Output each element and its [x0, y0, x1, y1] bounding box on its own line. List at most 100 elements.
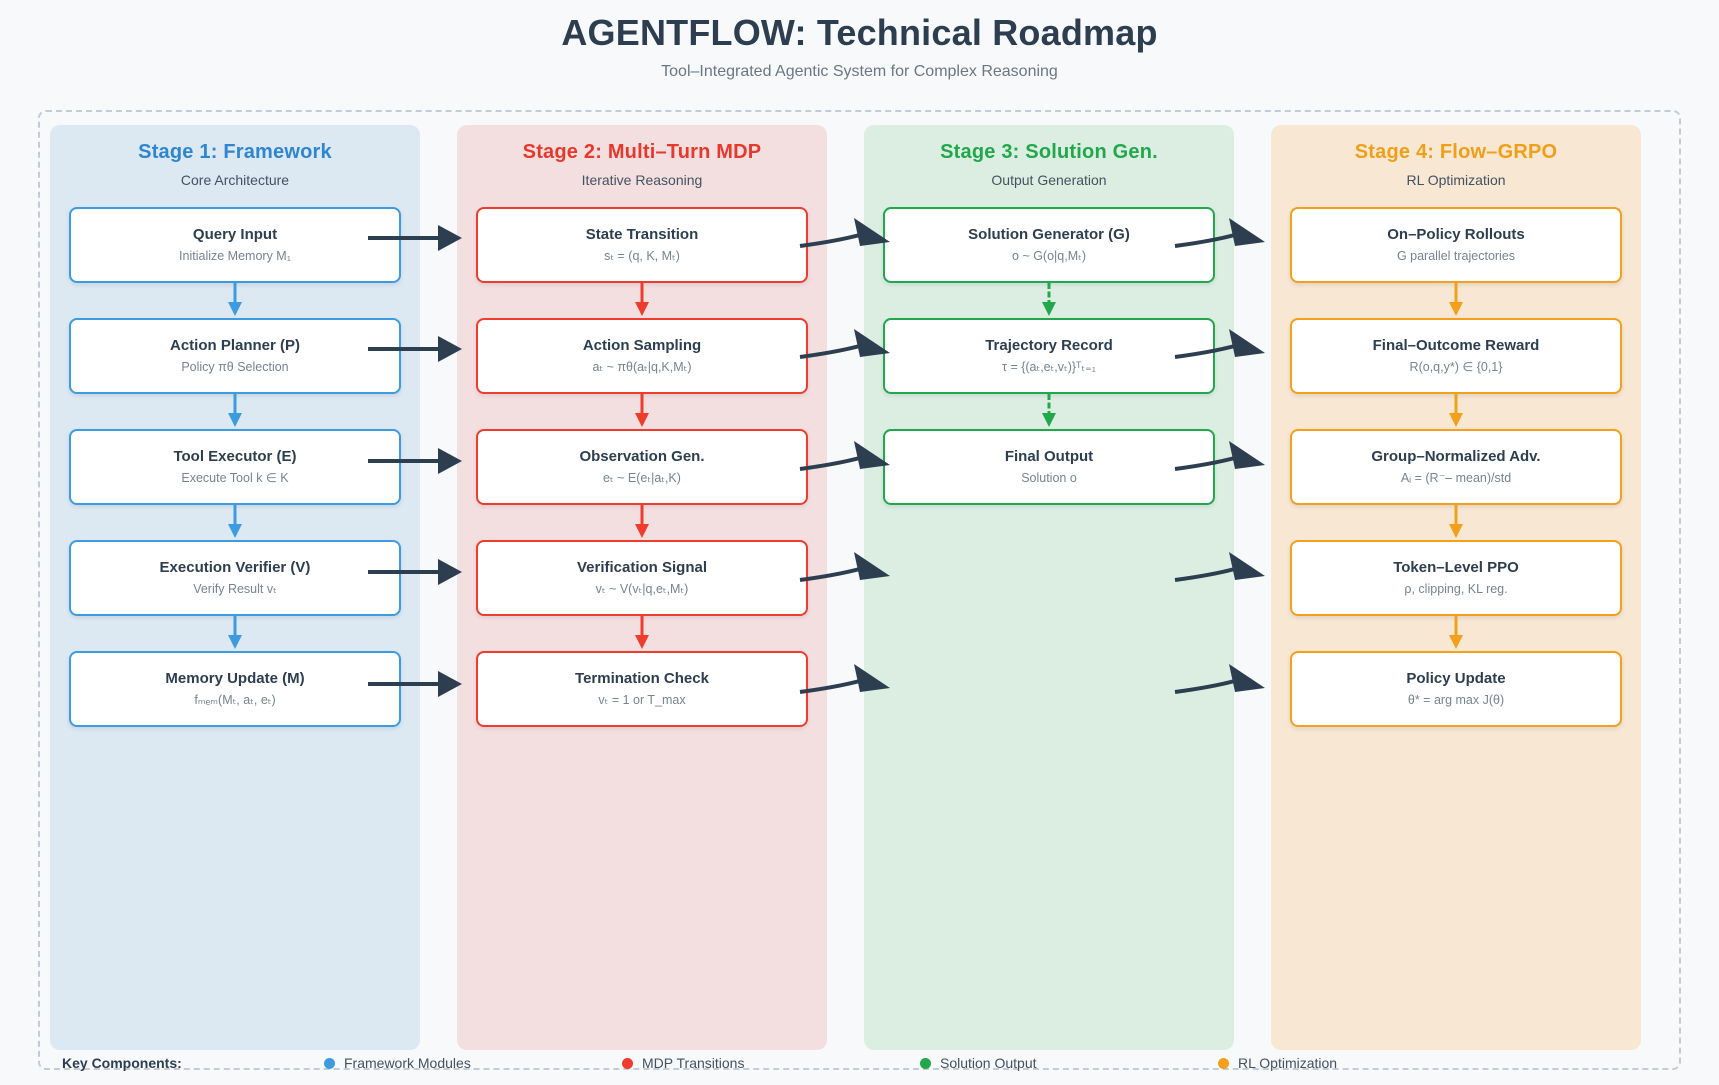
arrow-shaft	[640, 616, 644, 639]
node-title: Action Sampling	[582, 337, 702, 354]
node-subtitle: eₜ ~ E(eₜ|aₜ,K)	[603, 471, 681, 485]
node-subtitle: vₜ ~ V(vₜ|q,eₜ,Mₜ)	[595, 582, 689, 596]
node-title: State Transition	[585, 226, 699, 243]
node-title: Termination Check	[575, 670, 709, 687]
connector-slot	[883, 283, 1215, 318]
node-subtitle: Solution o	[1021, 471, 1077, 485]
down-arrow-icon	[228, 505, 242, 540]
stage-1-title: Stage 1: Framework	[138, 141, 332, 163]
arrow-head	[635, 635, 649, 649]
down-arrow-icon	[1042, 283, 1056, 318]
connector-slot	[476, 616, 808, 651]
arrow-head	[228, 524, 242, 538]
arrow-head	[228, 413, 242, 427]
legend-item-framework: Framework Modules	[324, 1055, 622, 1071]
arrow-shaft	[233, 616, 237, 639]
node-title: Tool Executor (E)	[173, 448, 297, 465]
diagram-frame	[38, 110, 1681, 1070]
connector-slot	[476, 394, 808, 429]
node-subtitle: ρ, clipping, KL reg.	[1404, 582, 1508, 596]
node-box[interactable]: State Transition sₜ = (q, K, Mₜ)	[476, 207, 808, 283]
arrow-shaft	[1047, 394, 1051, 417]
legend-item-label: Solution Output	[940, 1055, 1037, 1071]
arrow-head	[1449, 524, 1463, 538]
node-box[interactable]: Observation Gen. eₜ ~ E(eₜ|aₜ,K)	[476, 429, 808, 505]
arrow-head	[1449, 635, 1463, 649]
arrow-shaft	[640, 283, 644, 306]
node-subtitle: vₜ = 1 or T_max	[598, 693, 686, 707]
node-title: Final–Outcome Reward	[1372, 337, 1540, 354]
connector-slot	[1290, 283, 1622, 318]
connector-slot	[69, 283, 401, 318]
down-arrow-icon	[635, 505, 649, 540]
down-arrow-icon	[1449, 394, 1463, 429]
legend-dot-icon	[920, 1057, 931, 1069]
down-arrow-icon	[1042, 394, 1056, 429]
node-box[interactable]: Policy Update θ* = arg max J(θ)	[1290, 651, 1622, 727]
down-arrow-icon	[228, 394, 242, 429]
stage-4-title: Stage 4: Flow–GRPO	[1354, 141, 1558, 163]
node-box[interactable]: Memory Update (M)fₘₑₘ(Mₜ, aₜ, eₜ)	[69, 651, 401, 727]
arrow-head	[1042, 302, 1056, 316]
stage-3-subtitle: Output Generation	[991, 172, 1107, 188]
node-subtitle: sₜ = (q, K, Mₜ)	[604, 249, 680, 263]
node-title: Observation Gen.	[579, 448, 705, 465]
node-box[interactable]: Trajectory Record τ = {(aₜ,eₜ,vₜ)}ᵀₜ₌₁	[883, 318, 1215, 394]
legend-dot-icon	[324, 1057, 335, 1069]
arrow-head	[1449, 413, 1463, 427]
node-title: Trajectory Record	[985, 337, 1113, 354]
connector-slot	[69, 505, 401, 540]
node-box[interactable]: Action Planner (P)Policy πθ Selection	[69, 318, 401, 394]
node-box[interactable]: Tool Executor (E)Execute Tool k ∈ K	[69, 429, 401, 505]
connector-slot	[69, 616, 401, 651]
node-subtitle: G parallel trajectories	[1396, 249, 1516, 263]
connector-slot	[1290, 505, 1622, 540]
arrow-shaft	[1454, 616, 1458, 639]
down-arrow-icon	[228, 616, 242, 651]
node-subtitle: θ* = arg max J(θ)	[1407, 693, 1505, 707]
arrow-shaft	[233, 394, 237, 417]
legend-title: Key Components:	[62, 1055, 182, 1071]
legend: Key Components: Framework Modules MDP Tr…	[62, 1055, 1662, 1071]
arrow-head	[228, 635, 242, 649]
legend-item-mdp: MDP Transitions	[622, 1055, 920, 1071]
node-subtitle: aₜ ~ πθ(aₜ|q,K,Mₜ)	[592, 360, 692, 374]
node-box[interactable]: Action Sampling aₜ ~ πθ(aₜ|q,K,Mₜ)	[476, 318, 808, 394]
arrow-head	[635, 524, 649, 538]
legend-item-label: Framework Modules	[344, 1055, 471, 1071]
node-title: Memory Update (M)	[165, 670, 305, 687]
node-title: Query Input	[192, 226, 278, 243]
down-arrow-icon	[635, 616, 649, 651]
down-arrow-icon	[1449, 283, 1463, 318]
down-arrow-icon	[228, 283, 242, 318]
node-title: Execution Verifier (V)	[159, 559, 311, 576]
connector-slot	[883, 394, 1215, 429]
node-title: Solution Generator (G)	[968, 226, 1130, 243]
node-subtitle: τ = {(aₜ,eₜ,vₜ)}ᵀₜ₌₁	[1002, 360, 1096, 374]
node-box[interactable]: Termination Check vₜ = 1 or T_max	[476, 651, 808, 727]
node-subtitle: Initialize Memory M₁	[179, 249, 291, 263]
page-title: AGENTFLOW: Technical Roadmap	[561, 12, 1158, 53]
node-box[interactable]: Solution Generator (G) o ~ G(o|q,Mₜ)	[883, 207, 1215, 283]
node-box[interactable]: Execution Verifier (V)Verify Result vₜ	[69, 540, 401, 616]
page-header: AGENTFLOW: Technical Roadmap Tool–Integr…	[0, 0, 1719, 81]
node-title: Policy Update	[1406, 670, 1506, 687]
legend-item-label: MDP Transitions	[642, 1055, 745, 1071]
node-title: Group–Normalized Adv.	[1371, 448, 1541, 465]
down-arrow-icon	[1449, 616, 1463, 651]
node-box[interactable]: Group–Normalized Adv.Aᵢ = (R⁻– mean)/std	[1290, 429, 1622, 505]
connector-slot	[476, 283, 808, 318]
node-subtitle: o ~ G(o|q,Mₜ)	[1012, 249, 1086, 263]
